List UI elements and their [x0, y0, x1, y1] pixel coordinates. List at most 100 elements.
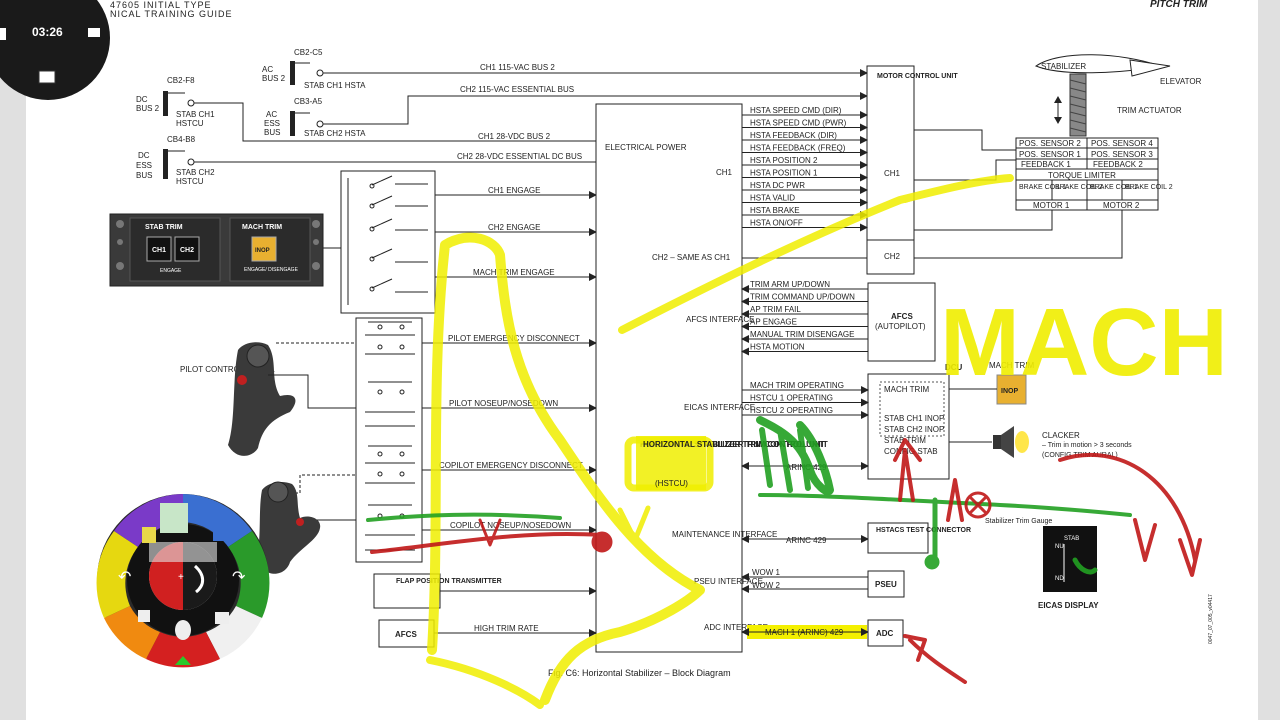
recorder-keyboard-icon[interactable] [38, 70, 56, 84]
figure-caption: Fig. C6: Horizontal Stabilizer – Block D… [548, 668, 731, 678]
hsta-signal-lines: HSTA SPEED CMD (DIR) HSTA SPEED CMD (PWR)… [741, 106, 868, 232]
side-code: 0047_07_005_v04417 [1208, 594, 1214, 644]
ch1-button [146, 236, 172, 262]
bus-line-3: CH1 28-VDC BUS 2 [478, 132, 551, 141]
clacker-note: – Trim in motion > 3 seconds [1042, 442, 1132, 449]
svg-text:BRAKE COIL 2: BRAKE COIL 2 [1055, 184, 1103, 191]
afcs-autopilot-box [867, 282, 936, 362]
svg-text:(AUTOPILOT): (AUTOPILOT) [875, 322, 926, 331]
radial-color-green[interactable] [228, 531, 270, 618]
radial-highlighter-tool[interactable] [142, 527, 156, 543]
handwritten-mach: MACH [940, 289, 1228, 396]
hsta-signal-label: HSTA POSITION 2 [750, 156, 818, 165]
radial-center-cursor-icon[interactable]: + [178, 572, 184, 583]
hstcu-title-over: HORIZONTAL STABILIZER TRIM CONTROL UNIT [643, 440, 828, 449]
svg-text:CB4-B8: CB4-B8 [167, 135, 196, 144]
pilot-wheel-label: PILOT CONTROL WHEEL [180, 365, 275, 374]
recorder-pause-icon[interactable] [0, 28, 6, 40]
svg-text:BRAKE COIL 1: BRAKE COIL 1 [1090, 184, 1138, 191]
engage-switch-box [340, 170, 436, 314]
radial-pen-tool[interactable] [160, 503, 188, 533]
adc-box [867, 619, 904, 647]
svg-text:MOTOR 2: MOTOR 2 [1103, 201, 1140, 210]
svg-text:STAB CH1 INOP: STAB CH1 INOP [884, 414, 944, 423]
cb-ac-ess-bus: AC ESS BUS CB3-A5 STAB CH2 HSTA [264, 97, 366, 138]
svg-text:INOP: INOP [1001, 388, 1018, 395]
radial-pen-stroke-icon [193, 564, 205, 594]
green-pen-annotation [366, 416, 1132, 575]
eicas-signal-label: HSTCU 2 OPERATING [750, 406, 833, 415]
pseu-interface-label: PSEU INTERFACE [694, 577, 763, 586]
radial-color-yellow[interactable] [96, 531, 138, 618]
radial-color-blue[interactable] [183, 494, 252, 547]
svg-text:ELEVATOR: ELEVATOR [1160, 77, 1202, 86]
hsta-signal-label: HSTA SPEED CMD (DIR) [750, 106, 842, 115]
radial-color-red[interactable] [146, 632, 220, 668]
hsta-signal-label: HSTA ON/OFF [750, 219, 803, 228]
engage-line-ch1: CH1 ENGAGE [488, 186, 540, 195]
radial-shape-tool[interactable] [213, 527, 229, 541]
svg-text:INOP: INOP [255, 248, 270, 254]
engage-line-mach: MACH TRIM ENGAGE [473, 268, 555, 277]
pen-tool-radial-menu[interactable]: + ↶ ↷ [96, 494, 270, 668]
radial-collapse-icon[interactable] [175, 656, 191, 665]
maintenance-interface-label: MAINTENANCE INTERFACE [672, 530, 777, 539]
radial-save-icon[interactable] [138, 610, 150, 622]
bus-line-4: CH2 28-VDC ESSENTIAL DC BUS [457, 152, 582, 161]
radial-redo-icon[interactable]: ↷ [232, 569, 246, 586]
afcs-interface-label: AFCS INTERFACE [686, 315, 754, 324]
svg-text:DC: DC [138, 151, 150, 160]
svg-text:POS. SENSOR 2: POS. SENSOR 2 [1019, 139, 1081, 148]
radial-undo-icon[interactable]: ↶ [118, 569, 131, 586]
eicas-signal-label: HSTCU 1 OPERATING [750, 394, 833, 403]
engage-switches [347, 175, 428, 305]
svg-text:STAB CH2 INOP: STAB CH2 INOP [884, 425, 944, 434]
section-title: PITCH TRIM [1150, 0, 1208, 10]
hsta-signal-label: HSTA SPEED CMD (PWR) [750, 119, 847, 128]
hsta-signal-label: HSTA FEEDBACK (DIR) [750, 131, 837, 140]
hstcu-ch2-same-label: CH2 – SAME AS CH1 [652, 253, 731, 262]
radial-eraser-icon[interactable] [215, 612, 229, 624]
svg-text:CH1: CH1 [884, 169, 901, 178]
svg-text:STAB CH2: STAB CH2 [176, 168, 215, 177]
switch-line-pilot-nose: PILOT NOSEUP/NOSEDOWN [449, 399, 558, 408]
svg-text:BUS 2: BUS 2 [262, 74, 286, 83]
hstcu-abbr-over: (HSTCU) [655, 479, 688, 488]
svg-text:STAB: STAB [1064, 536, 1079, 542]
radial-color-white[interactable] [206, 606, 262, 659]
svg-text:NU: NU [1055, 544, 1064, 550]
eicas-interface-label: EICAS INTERFACE [684, 403, 755, 412]
svg-text:STAB CH2 HSTA: STAB CH2 HSTA [304, 129, 366, 138]
cb-dc-bus-2: DC BUS 2 CB2-F8 STAB CH1 HSTCU [136, 76, 215, 128]
cb-dc-ess-bus: DC ESS BUS CB4-B8 STAB CH2 HSTCU [136, 135, 215, 186]
svg-text:ND: ND [1055, 576, 1064, 582]
hstacs-test-connector [867, 522, 929, 554]
afcs-signal-label: HSTA MOTION [750, 343, 805, 352]
svg-text:CH2: CH2 [180, 247, 194, 254]
mach-trim-inop-title: MACH TRIM [989, 361, 1035, 370]
wow2-label: WOW 2 [752, 581, 781, 590]
svg-text:BRAKE COIL 2: BRAKE COIL 2 [1125, 184, 1173, 191]
motor-control-unit [866, 65, 915, 275]
clacker-speaker-icon [993, 426, 1029, 458]
afcs-signal-label: AP ENGAGE [750, 318, 797, 327]
radial-mouse-icon[interactable] [175, 620, 191, 640]
svg-text:POS. SENSOR 4: POS. SENSOR 4 [1091, 139, 1153, 148]
hstcu-title: HORIZONTAL STABILIZER TRIM CONTROL UNIT [640, 440, 825, 449]
svg-text:PSEU: PSEU [875, 580, 897, 589]
svg-text:POS. SENSOR 1: POS. SENSOR 1 [1019, 150, 1081, 159]
recorder-chat-icon[interactable] [88, 28, 100, 37]
pilot-control-wheel-icon [228, 342, 296, 456]
doc-title-line1: 47605 INITIAL TYPE [110, 0, 212, 10]
svg-text:STAB CH1: STAB CH1 [176, 110, 215, 119]
svg-text:AFCS: AFCS [891, 312, 913, 321]
hsta-signal-label: HSTA BRAKE [750, 206, 800, 215]
eicas-display-screen [1043, 526, 1097, 592]
afcs-signal-label: TRIM ARM UP/DOWN [750, 280, 830, 289]
clacker-title: CLACKER [1042, 431, 1080, 440]
svg-text:MOTOR CONTROL UNIT: MOTOR CONTROL UNIT [877, 73, 958, 80]
radial-color-orange[interactable] [104, 606, 160, 659]
switch-line-copilot-nose: COPILOT NOSEUP/NOSEDOWN [450, 521, 571, 530]
